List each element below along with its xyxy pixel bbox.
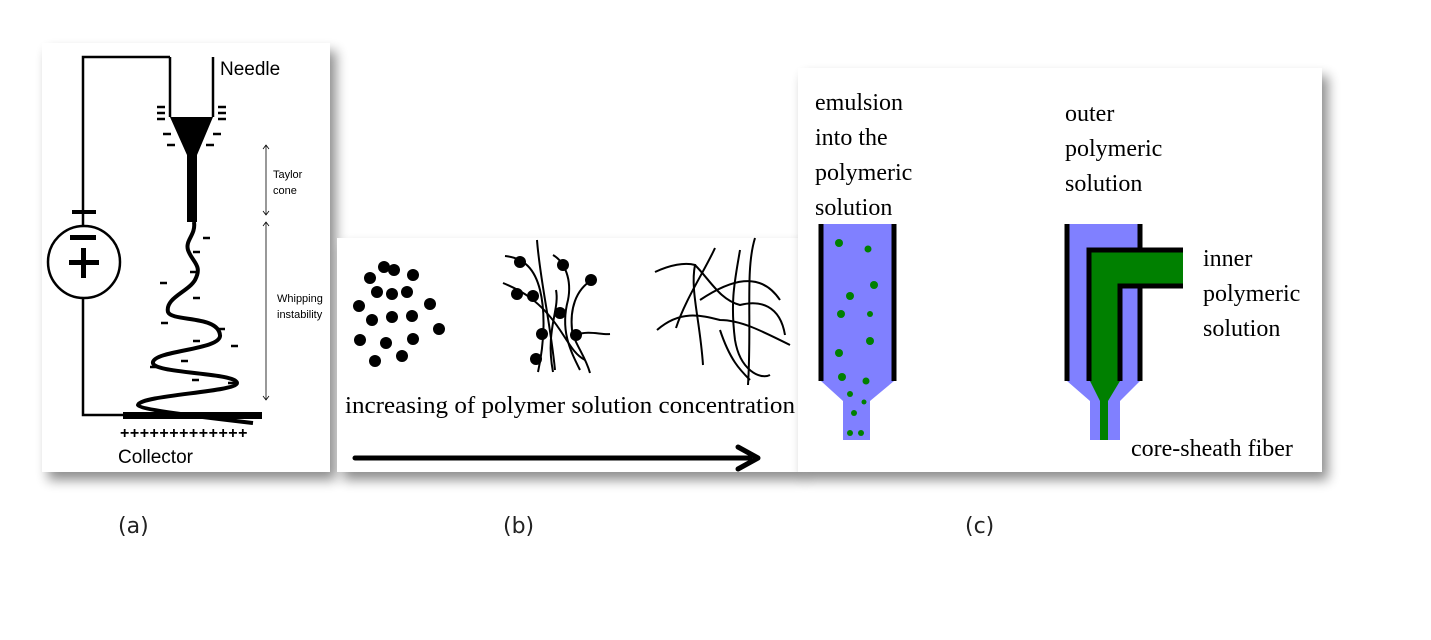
emulsion-label-2: into the [815,125,888,151]
panel-a-electrospinning-setup: +++++++++++++ Collector Needle Taylor co… [42,43,330,472]
label-c: (c) [965,514,994,539]
whipping-label-2: instability [277,309,323,321]
jet-charges [150,236,238,385]
polymer-beads [353,261,445,367]
concentration-caption: increasing of polymer solution concentra… [345,393,795,419]
voltage-source-icon [46,210,122,300]
inner-label-2: polymeric [1203,281,1300,307]
whipping-jet [136,221,254,425]
outer-label-3: solution [1065,171,1142,197]
needle-label: Needle [220,59,280,80]
arrow-right-icon [352,444,761,472]
collector-label: Collector [118,447,194,468]
inner-label-1: inner [1203,246,1252,272]
needle-icon [157,57,226,222]
inner-label-3: solution [1203,316,1280,342]
taylor-cone-label-2: cone [273,185,297,197]
panel-b-concentration: increasing of polymer solution concentra… [337,237,800,472]
dimension-arrows [262,144,270,401]
beaded-fibers [502,239,611,374]
circuit-wire [81,55,170,417]
fiber-label: core-sheath fiber [1131,436,1293,462]
collector-charges: +++++++++++++ [120,425,248,442]
label-a: (a) [118,514,149,539]
whipping-label-1: Whipping [277,293,323,305]
emulsion-label-1: emulsion [815,90,903,116]
emulsion-label-3: polymeric [815,160,912,186]
label-b: (b) [503,514,534,539]
emulsion-label-4: solution [815,195,892,221]
taylor-cone-label-1: Taylor [273,169,303,181]
entangled-fibers [654,237,791,386]
emulsion-nozzle [818,224,897,440]
outer-label-2: polymeric [1065,136,1162,162]
panel-c-nozzles: emulsion into the polymeric solution out… [798,68,1322,472]
outer-label-1: outer [1065,101,1114,127]
collector-plate [123,412,262,419]
coaxial-nozzle [1064,224,1183,440]
